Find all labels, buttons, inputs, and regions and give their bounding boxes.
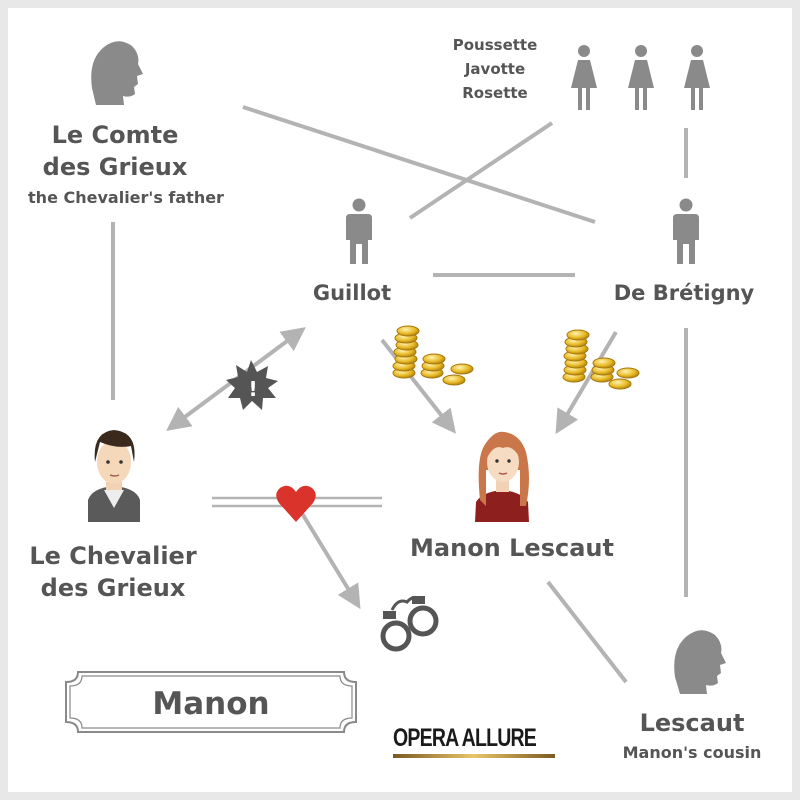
chevalier-portrait: [88, 430, 140, 522]
woman-name: Javotte: [464, 60, 526, 78]
logo-underline: [393, 754, 555, 758]
woman-icon: [571, 45, 597, 110]
opera-allure-logo: OPERA ALLURE: [393, 724, 537, 752]
bretigny-name: De Brétigny: [613, 281, 755, 305]
chevalier-name-line1: Le Chevalier: [29, 542, 197, 570]
lescaut-name: Lescaut: [639, 709, 745, 737]
woman-name: Poussette: [452, 36, 538, 54]
gold-coins-icon: [392, 325, 474, 386]
line-manon-lescaut: [546, 580, 628, 684]
woman-icon: [684, 45, 710, 110]
lescaut-role: Manon's cousin: [622, 743, 762, 762]
man-icon: [346, 198, 372, 264]
line-women-guillot: [408, 121, 554, 220]
svg-text:!: !: [248, 377, 257, 401]
line-comte-bretigny: [242, 105, 596, 224]
comte-name: Le Comte des Grieux: [25, 119, 205, 183]
conflict-burst-icon: !: [226, 360, 278, 410]
silhouette-icon: [91, 41, 143, 105]
arrow-guillot-manon: [380, 338, 456, 434]
heart-icon: [276, 485, 316, 522]
handcuffs-icon: [380, 595, 439, 652]
comte-name-line1: Le Comte: [51, 121, 179, 149]
comte-role: the Chevalier's father: [28, 188, 224, 207]
chevalier-name: Le Chevalier des Grieux: [18, 540, 208, 604]
manon-portrait: [475, 431, 529, 522]
comte-name-line2: des Grieux: [42, 153, 188, 181]
woman-name: Rosette: [462, 84, 528, 102]
diagram-frame: [8, 8, 792, 792]
woman-icon: [628, 45, 654, 110]
arrow-bretigny-manon: [555, 330, 618, 435]
title-frame: [65, 671, 357, 733]
manon-name: Manon Lescaut: [410, 534, 614, 562]
arrow-love-arrest: [298, 508, 361, 610]
silhouette-icon: [674, 630, 726, 694]
title: Manon: [152, 686, 270, 722]
women-names: Poussette Javotte Rosette: [440, 33, 550, 105]
women-icons: [571, 45, 710, 110]
gold-coins-icon: [562, 329, 640, 390]
man-icon: [673, 198, 699, 264]
guillot-name: Guillot: [312, 281, 392, 305]
chevalier-name-line2: des Grieux: [40, 574, 186, 602]
